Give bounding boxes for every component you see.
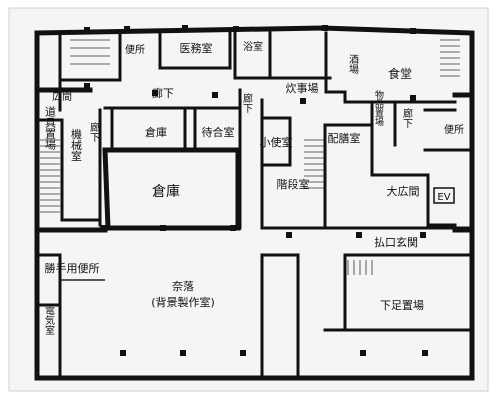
label-haikei-seisaku: (背景製作室) xyxy=(151,295,215,309)
label-haraiguchi-genkan: 払口玄関 xyxy=(374,235,418,249)
interior-walls xyxy=(35,31,474,380)
label-yokushitsu: 浴室 xyxy=(243,40,263,53)
label-sakaba: 酒場 xyxy=(347,54,359,75)
label-benjo-top: 便所 xyxy=(125,43,145,56)
elevator-box xyxy=(433,187,455,204)
label-suijiba: 炊事場 xyxy=(286,82,319,95)
label-soko-large: 倉庫 xyxy=(152,183,180,200)
label-daigenkan: 大広間 xyxy=(387,184,420,198)
label-denkishitsu: 電気室 xyxy=(43,305,55,335)
label-kikaishitsu: 機械室 xyxy=(70,127,83,161)
label-machiaishitsu: 待合室 xyxy=(202,125,235,139)
label-kokunotsuzukiba: 物品置場 xyxy=(373,89,384,127)
structural-columns xyxy=(84,25,428,356)
label-roka-left: 廊下 xyxy=(88,121,100,143)
outer-walls xyxy=(34,25,475,381)
label-hiroma: 広間 xyxy=(52,90,72,103)
label-roka-right: 廊下 xyxy=(401,107,413,129)
label-dogu-kanba: 道具置場 xyxy=(44,105,57,151)
label-benjo-right: 便所 xyxy=(444,123,464,136)
label-ev: EV xyxy=(437,192,450,203)
label-roka-mid: 廊下 xyxy=(241,92,253,114)
label-roka-top: 廊下 xyxy=(152,86,174,100)
label-shokudo: 食堂 xyxy=(388,66,412,81)
room-labels: 便所 医務室 浴室 酒場 食堂 広間 廊下 廊下 炊事場 道具置場 機械室 廊下… xyxy=(43,40,465,335)
stairs xyxy=(40,39,460,275)
label-haizenshitsu: 配膳室 xyxy=(328,131,361,145)
label-katte-benjo: 勝手用便所 xyxy=(45,261,100,275)
label-naraku: 奈落 xyxy=(172,279,194,293)
label-kaidanshitsu: 階段室 xyxy=(277,177,310,191)
label-soko-small: 倉庫 xyxy=(145,125,167,139)
label-gesokuba: 下足置場 xyxy=(380,299,424,312)
label-imushitsu: 医務室 xyxy=(180,41,213,55)
label-kozukaishitsu: 小使室 xyxy=(260,135,293,149)
